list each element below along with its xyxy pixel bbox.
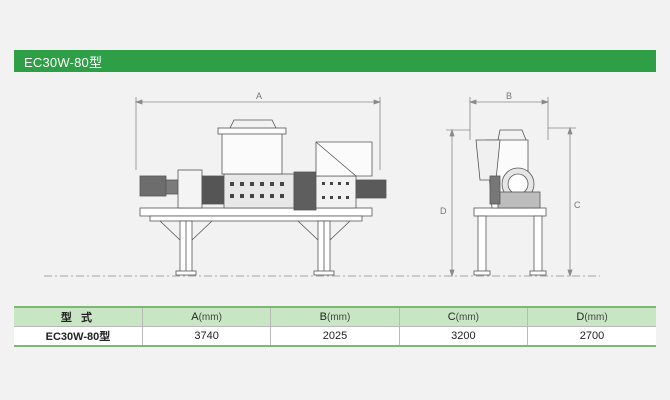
column-header-a: A(mm) bbox=[141, 306, 272, 327]
spec-table: 型 式 A(mm) B(mm) C(mm) D(mm) EC30W-80型 37… bbox=[14, 306, 656, 347]
cell-d: 2700 bbox=[527, 326, 656, 347]
front-view-machine bbox=[139, 119, 387, 276]
cell-c: 3200 bbox=[398, 326, 529, 347]
section-title-bar: EC30W-80型 bbox=[14, 50, 656, 72]
cell-a: 3740 bbox=[141, 326, 272, 347]
column-header-b: B(mm) bbox=[270, 306, 400, 327]
cell-model: EC30W-80型 bbox=[14, 326, 143, 347]
column-header-model: 型 式 bbox=[14, 306, 143, 327]
side-view-machine bbox=[473, 129, 547, 276]
dim-label-b: B bbox=[506, 91, 512, 101]
column-header-d: D(mm) bbox=[527, 306, 656, 327]
table-header-row: 型 式 A(mm) B(mm) C(mm) D(mm) bbox=[14, 306, 656, 327]
column-header-c: C(mm) bbox=[398, 306, 529, 327]
dim-label-a: A bbox=[256, 91, 262, 101]
dim-label-d: D bbox=[440, 206, 447, 216]
section-title: EC30W-80型 bbox=[24, 54, 103, 70]
dimension-drawing: A B D C bbox=[44, 91, 600, 278]
dim-label-c: C bbox=[574, 200, 581, 210]
table-row: EC30W-80型 3740 2025 3200 2700 bbox=[14, 326, 656, 347]
cell-b: 2025 bbox=[270, 326, 400, 347]
